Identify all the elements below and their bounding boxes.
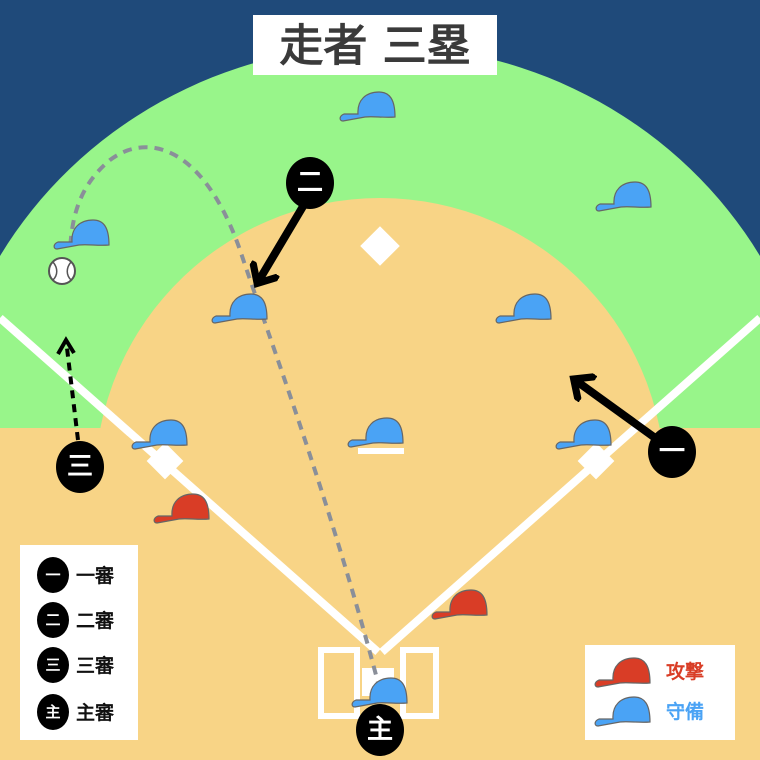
second-umpire-symbol: 二	[297, 168, 323, 198]
umpire-legend-item: 二 二審	[37, 602, 115, 638]
home-umpire: 主	[356, 704, 404, 756]
third-umpire-arrowhead	[56, 336, 76, 355]
first-umpire: 一	[648, 426, 696, 478]
first-base-line	[379, 315, 760, 655]
legend-offense-label: 攻撃	[666, 660, 704, 683]
legend-umpire-label: 三審	[76, 654, 115, 677]
title-box	[253, 15, 497, 75]
legend-umpire-label: 一審	[76, 564, 115, 587]
legend-umpire-label: 主審	[76, 701, 115, 724]
umpire-legend-item: 主 主審	[37, 694, 115, 730]
pitchers-plate	[358, 448, 404, 454]
third-base	[146, 442, 184, 480]
second-base	[360, 226, 400, 266]
third-umpire: 三	[56, 441, 104, 493]
batters-box-left	[318, 647, 360, 719]
batters-box-right	[400, 647, 439, 719]
third-base-line	[0, 315, 381, 655]
legend-umpire-label: 二審	[76, 609, 115, 632]
home-umpire-symbol: 主	[367, 715, 393, 745]
second-umpire-move-arrow	[258, 195, 312, 282]
umpire-legend-item: 三 三審	[37, 647, 115, 683]
legend-umpire-symbol: 一	[45, 566, 60, 584]
umpire-legend-item: 一 一審	[37, 557, 115, 593]
legend-umpire-symbol: 三	[45, 656, 60, 674]
first-umpire-move-arrow	[575, 380, 661, 444]
legend-umpire-symbol: 主	[45, 703, 60, 721]
third-umpire-symbol: 三	[67, 452, 93, 482]
team-legend	[585, 645, 735, 740]
legend-umpire-symbol: 二	[45, 611, 60, 629]
baseball-icon	[48, 257, 76, 285]
page-title: 走者 三塁	[279, 21, 470, 72]
first-base	[577, 442, 615, 480]
ball-trajectory	[68, 145, 382, 691]
legend-defense-label: 守備	[666, 700, 704, 723]
third-umpire-move-arrow	[65, 347, 80, 441]
first-umpire-symbol: 一	[659, 437, 685, 467]
second-umpire: 二	[286, 157, 334, 209]
